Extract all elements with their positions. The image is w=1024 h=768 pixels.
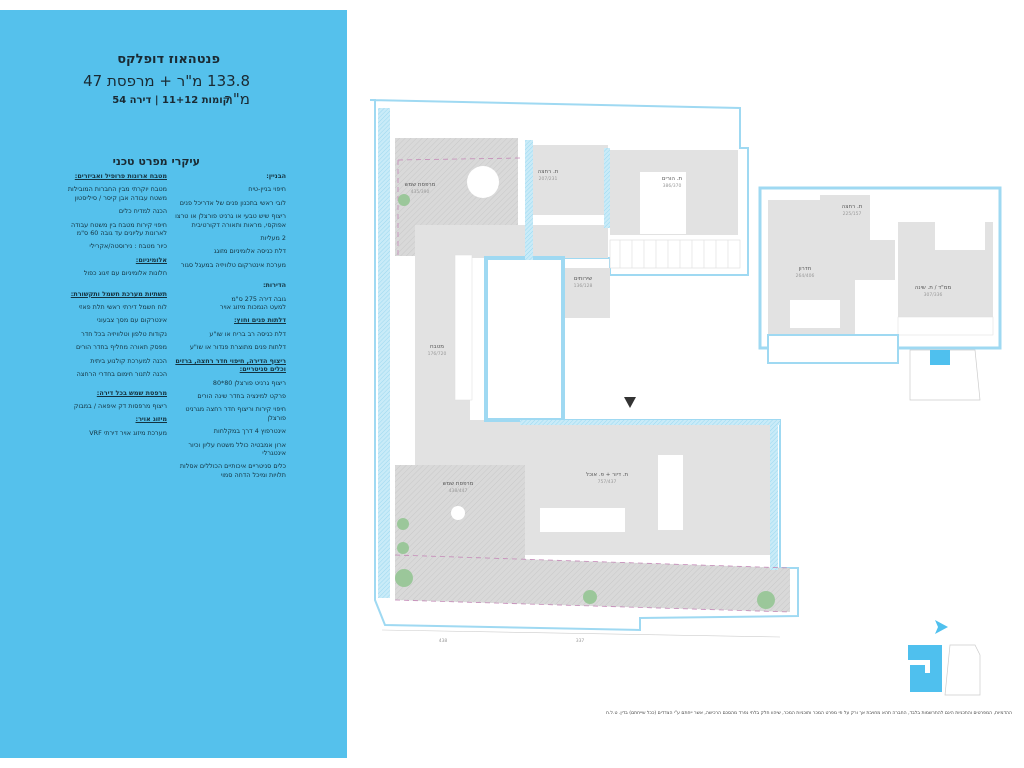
upper-bath-floor [820,195,870,240]
spec-heading-ac: מיזוג אויר: [135,415,167,424]
plant-icon [583,590,597,604]
spec-item: אינטרקום עם מסך צבעוני [97,316,167,325]
spec-heading-apartments: הדירות: [263,281,286,290]
bath-floor [533,145,608,215]
spec-heading-doors: דלתות פנים וחוץ: [234,316,286,325]
room-label: מרפסת שמש [443,481,474,487]
north-arrow-icon [935,620,948,634]
spec-item: נקודות טלפון וטלוויזיה בכל חדר [81,329,167,338]
spec-item: ריצוף שיש טבעי או גרניט פורצלן או טרצו א… [175,212,286,229]
plant-icon [395,569,413,587]
spec-item: דלתות פנים מתוצרת פנדור או שו"ע [189,343,286,352]
spec-item: לובי ראשי בתכנון פנים של אדריכל פנים [179,198,286,207]
spec-heading-kitchen: מטבח ארונות פרופיל ואביזרים: [74,172,167,180]
room-size: 225/157 [843,211,862,217]
wc-floor [565,268,610,318]
spec-panel [0,10,347,758]
room-size: 757/437 [598,479,617,485]
round-table [467,166,499,198]
spec-item: גובה דירה 275 ס"מ [231,294,286,303]
key-plan-lower [908,620,981,696]
upper-stairs [767,334,899,364]
spec-item: מערכת אינטרקום טלוויזיה במעגל סגור [180,260,286,269]
bed [640,172,686,234]
room-size: 435/390 [411,189,430,195]
room-label: חדרון [799,266,812,272]
spec-heading-balcony: מרפסת שמש בכל דירה: [96,388,167,397]
spec-item: כיור מטבח : נירוסטה/אקרילי [89,242,167,251]
kitchen-counter [454,254,473,401]
room-label: ת. רחצה [538,169,559,175]
spec-heading-electric: תשתיות מערכת חשמל ותקשורת: [70,289,167,298]
spec-item: פרקט למינציה בחדר שינה הורים [197,391,286,400]
room-label: מטבח [430,344,444,350]
spec-item: חיפוי קירות וריצוף חדר רחצה מגרניט פורצל… [185,405,286,422]
stairs [609,239,741,269]
area-subtitle: 133.8 מ"ר + מרפסת 47 מ"ר [83,72,250,108]
spec-item: מפסק תאורה מחליף בחדר הורים [76,343,167,352]
spec-item: דלת כניסה אלומיניום מזוגג [213,247,286,256]
room-label: ממ"ד / ת. שינה [915,285,952,291]
room-label: שירותים [574,276,592,282]
spec-item: ריצוף גרניט פורצלן 80*80 [212,378,286,387]
spec-item: 2 מעליות [260,234,286,243]
spec-heading: עיקרי מפרט טכני [112,155,200,168]
room-size: 207/231 [539,176,558,182]
sofa [658,455,683,530]
room-size: 264/406 [796,273,815,279]
spec-item: ריצוף מרפסות דק איפאה / במבוק [73,401,167,410]
room-size: 136/128 [574,283,593,289]
room-size: 176/720 [428,351,447,357]
spec-item: מערכת מיזוג אויר דירתי VRF [89,428,167,437]
spec-item: חיפוי קירות מטבח בין משטח עבודה לארונות … [71,220,167,238]
entrance-arrow-icon [624,397,636,408]
disclaimer: ההדמיות, המפרטים והתכניות הינם להתרשמות … [605,711,1012,716]
plant-icon [757,591,775,609]
spec-item: הכנה למערכת קולנוע ביתית [90,356,167,365]
page-title: פנטהאוז דופלקס [117,52,220,67]
spec-item: כלים סניטריים איכותיים הכוללים אסלות תלו… [179,462,286,479]
upper-floor [758,186,1002,364]
room-size: 307/336 [924,292,943,298]
spec-heading-flooring: ריצוף הדירה, חיפוי חדר רחצה, ברזים וכלים… [175,356,286,374]
spec-item: ארון אמבטיה כולל משטח עליון וכיור אינטגר… [188,440,286,457]
room-label: ת. דיור + פ. אוכל [586,471,629,478]
spec-heading-building: הבניין: [266,172,286,180]
room-label: מרפסת שמש [405,182,436,188]
plant-icon [397,518,409,530]
dimension-label: 337 [576,638,585,644]
spec-heading-aluminum: אלומיניום: [135,255,167,264]
spec-item: למעט הנמכות מיזוג אויר [219,303,286,312]
spec-column-building: הבניין: חיפוי בניין-טיח לובי ראשי בתכנון… [174,172,286,484]
key-plan-upper [909,349,981,401]
spec-item: לוח חשמל דירתי ראשי תלת פאזי [78,303,167,312]
spec-item: אינטרפוץ 4 דרך במקלחות [213,427,286,436]
spec-item: הכנה לתנור חימום בחדרי הרחצה [76,370,167,379]
courtyard-void [484,256,565,422]
spec-item: דלת כניסה רב בריח או שו"ע [209,329,286,338]
room-label: ת. הורים [662,176,683,182]
room-size: 438/447 [449,488,468,494]
floors-apartment: קומות 11+12 | דירה 54 [112,95,230,106]
spec-item: חיפוי בניין-טיח [248,185,286,194]
room-size: 386/370 [663,183,682,189]
plant-icon [398,194,410,206]
terrace-long-floor [395,555,790,612]
dining-table [540,508,625,532]
room-label: ת. רחצה [842,204,863,210]
dimension-label: 438 [439,638,448,644]
lower-floor [369,99,799,638]
spec-item: חלונות אלומיניום עם זיגוג כפול [83,269,167,278]
spec-item: מטבח יוקרתי מבין החברות המובילות משטח עב… [67,185,167,202]
floor-plan: מרפסת שמש 435/390 ת. רחצה 207/231 ת. הור… [369,99,1002,696]
spec-item: הכנה למדיח כלים [118,207,167,216]
spec-column-finishes: מטבח ארונות פרופיל ואביזרים: מטבח יוקרתי… [52,172,167,442]
plant-icon [397,542,409,554]
